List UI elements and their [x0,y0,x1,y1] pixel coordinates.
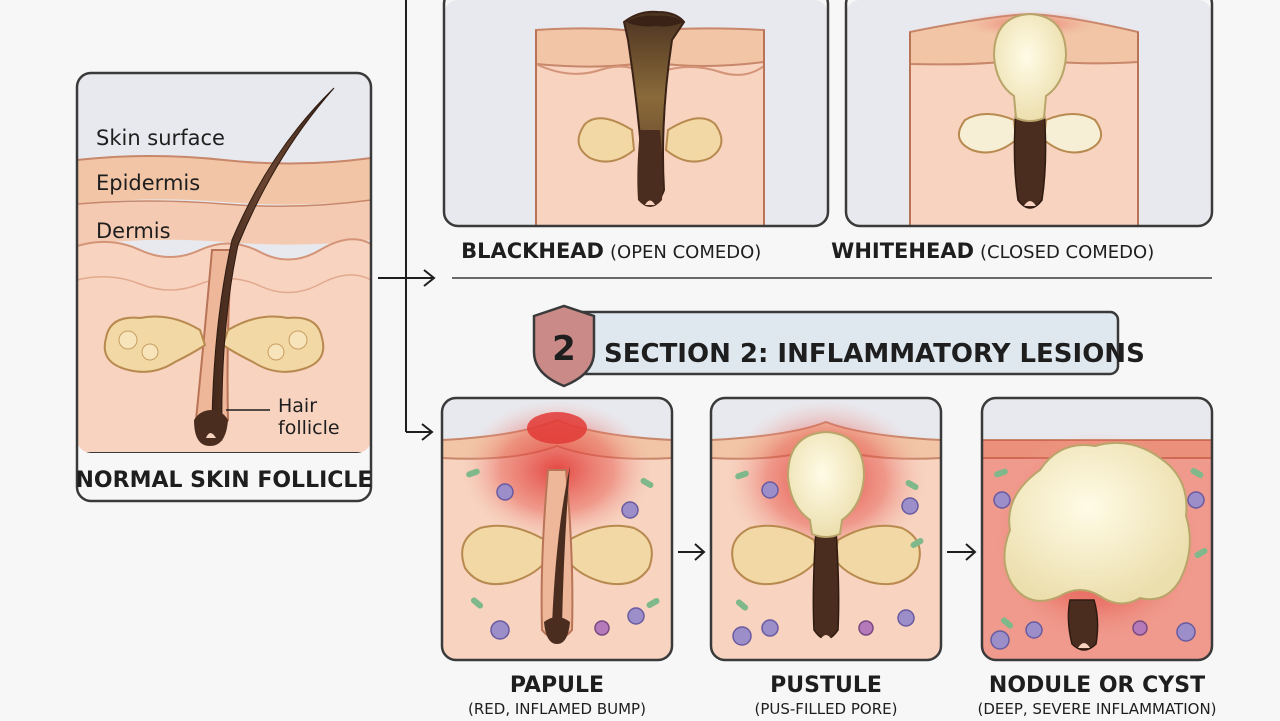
caption-normal-follicle: NORMAL SKIN FOLLICLE [76,468,373,493]
caption-whitehead-title: WHITEHEAD [831,239,974,263]
caption-papule-title: PAPULE [510,673,604,698]
caption-nodule-title: NODULE OR CYST [989,673,1205,698]
whitehead-panel: WHITEHEAD (CLOSED COMEDO) [831,0,1214,263]
caption-whitehead-subtitle: (CLOSED COMEDO) [980,242,1154,263]
caption-pustule-subtitle: (PUS-FILLED PORE) [755,700,898,718]
caption-nodule-subtitle: (DEEP, SEVERE INFLAMMATION) [977,700,1216,718]
label-dermis: Dermis [96,219,171,243]
label-skin-surface: Skin surface [96,126,225,150]
pustule-panel: PUSTULE (PUS-FILLED PORE) [709,396,943,718]
caption-pustule-title: PUSTULE [770,673,882,698]
section-number: 2 [552,329,576,369]
normal-follicle-panel: Skin surface Epidermis Dermis Hair folli… [76,71,373,503]
caption-blackhead-subtitle: (OPEN COMEDO) [610,242,761,263]
blackhead-panel: BLACKHEAD (OPEN COMEDO) [442,0,830,263]
connector-arrows [378,0,1212,561]
section-2-banner: 2 SECTION 2: INFLAMMATORY LESIONS [532,304,1145,388]
label-hair: Hair [278,395,317,417]
label-epidermis: Epidermis [96,171,200,195]
nodule-cyst-panel: NODULE OR CYST (DEEP, SEVERE INFLAMMATIO… [977,396,1217,718]
label-follicle: follicle [278,417,340,439]
papule-panel: PAPULE (RED, INFLAMED BUMP) [440,396,674,718]
caption-papule-subtitle: (RED, INFLAMED BUMP) [468,700,646,718]
caption-blackhead-title: BLACKHEAD [461,239,604,263]
section-title: SECTION 2: INFLAMMATORY LESIONS [604,339,1145,369]
section-badge-icon [532,304,596,388]
